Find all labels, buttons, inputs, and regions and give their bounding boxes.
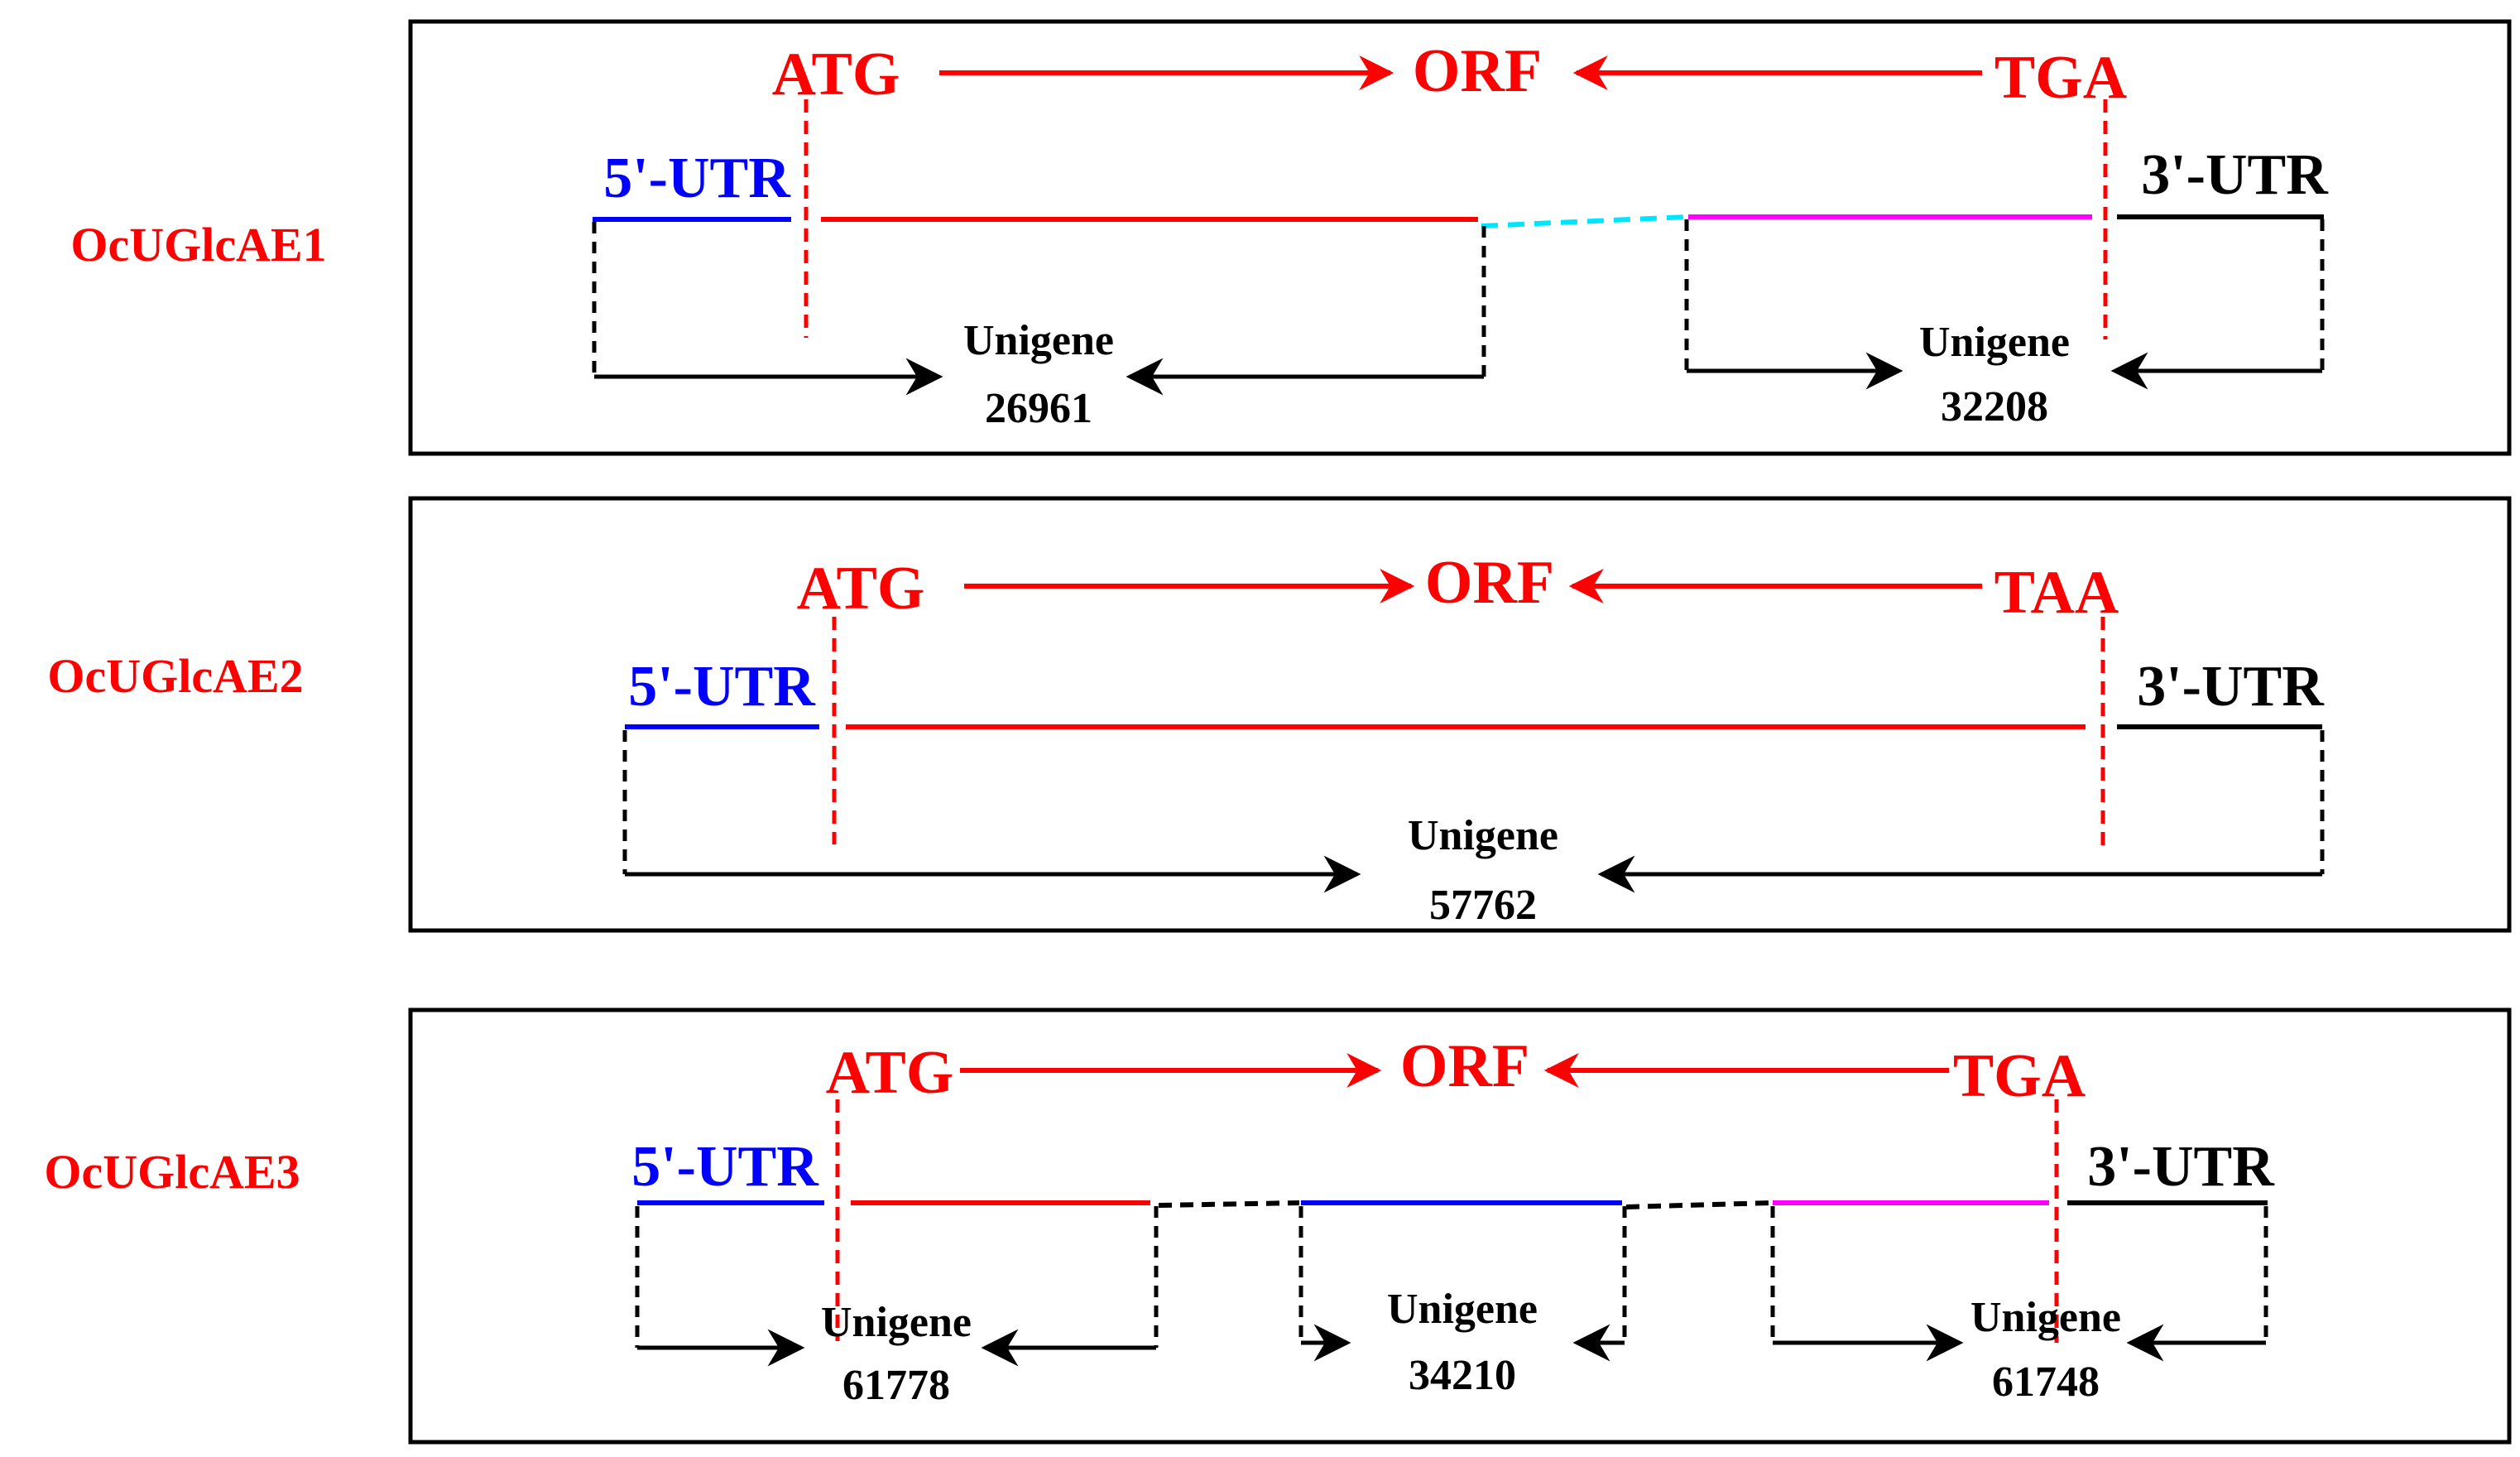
utr3-label: 3'-UTR bbox=[2141, 143, 2329, 207]
start-codon-label: ATG bbox=[772, 41, 900, 108]
start-codon-label: ATG bbox=[797, 555, 925, 623]
utr3-label: 3'-UTR bbox=[2137, 655, 2325, 719]
panel-frame bbox=[408, 1007, 2512, 1445]
unigene-id: 32208 bbox=[1941, 383, 2048, 430]
unigene-id: 57762 bbox=[1429, 882, 1537, 929]
panel-frame bbox=[408, 496, 2512, 933]
gap-connector bbox=[1158, 1200, 1300, 1208]
panel-frame bbox=[408, 19, 2512, 456]
orf-label: ORF bbox=[1413, 37, 1542, 105]
panel-ocuglcae3: OcUGlcAE3 ATG ORF TGA 5'-UTR 3'-UTR Unig… bbox=[44, 1007, 2512, 1445]
stop-codon-label: TAA bbox=[1994, 559, 2119, 627]
utr3-label: 3'-UTR bbox=[2087, 1135, 2275, 1199]
unigene-id: 26961 bbox=[985, 385, 1092, 432]
unigene-id: 61778 bbox=[842, 1362, 950, 1409]
orf-label: ORF bbox=[1400, 1032, 1529, 1100]
gap-connector bbox=[1625, 1200, 1772, 1209]
gap-connector bbox=[1481, 214, 1687, 228]
gene-name: OcUGlcAE1 bbox=[70, 218, 326, 272]
unigene-id: 34210 bbox=[1409, 1352, 1516, 1399]
unigene-label: Unigene bbox=[1970, 1294, 2121, 1341]
orf-label: ORF bbox=[1425, 549, 1554, 617]
panel-ocuglcae1: OcUGlcAE1 ATG ORF TGA 5'-UTR 3'-UTR Unig… bbox=[70, 19, 2512, 456]
unigene-id: 61748 bbox=[1992, 1358, 2100, 1406]
utr5-label: 5'-UTR bbox=[603, 147, 791, 210]
gene-name: OcUGlcAE3 bbox=[44, 1145, 300, 1199]
unigene-label: Unigene bbox=[1919, 319, 2070, 366]
start-codon-label: ATG bbox=[826, 1039, 954, 1107]
utr5-label: 5'-UTR bbox=[628, 655, 816, 719]
unigene-label: Unigene bbox=[821, 1299, 972, 1346]
utr5-label: 5'-UTR bbox=[631, 1135, 819, 1199]
unigene-label: Unigene bbox=[1408, 812, 1558, 859]
gene-name: OcUGlcAE2 bbox=[47, 649, 303, 703]
unigene-label: Unigene bbox=[963, 317, 1114, 364]
panel-ocuglcae2: OcUGlcAE2 ATG ORF TAA 5'-UTR 3'-UTR Unig… bbox=[47, 496, 2512, 933]
stop-codon-label: TGA bbox=[1953, 1042, 2086, 1110]
unigene-label: Unigene bbox=[1387, 1286, 1538, 1333]
